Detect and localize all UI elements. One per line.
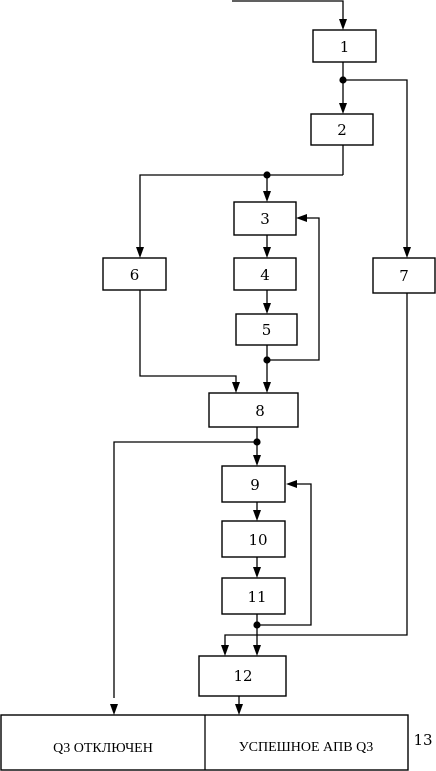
block-5-label: 5 <box>262 321 272 339</box>
line-branch-to-7 <box>343 79 408 250</box>
block-1: 1 <box>312 29 377 63</box>
arrow-into-5 <box>263 303 271 314</box>
block-4: 4 <box>233 257 297 291</box>
line-6-to-8 <box>139 290 237 384</box>
block-6-label: 6 <box>130 266 140 284</box>
line-loop-11-to-9 <box>257 483 312 626</box>
block-7: 7 <box>372 257 436 294</box>
arrow-into-3 <box>263 191 271 202</box>
line-split-h <box>139 174 343 250</box>
arrow-into-4 <box>263 247 271 258</box>
arrow-into-3-loop <box>296 214 307 222</box>
block-13-number: 13 <box>413 731 432 749</box>
arrow-into-10 <box>253 510 261 521</box>
input-line <box>232 0 344 22</box>
junction-after-1 <box>339 76 347 84</box>
junction-after-5 <box>263 356 271 364</box>
junction-dots <box>253 76 347 629</box>
arrow-into-12-left <box>221 645 229 656</box>
block-9: 9 <box>221 465 286 503</box>
block-12: 12 <box>198 655 287 697</box>
block-3: 3 <box>233 201 297 236</box>
arrow-into-2 <box>339 103 347 114</box>
arrow-into-8-left <box>232 382 240 393</box>
block-4-label: 4 <box>260 266 270 284</box>
arrow-into-6 <box>136 247 144 258</box>
arrow-into-13-right <box>235 704 243 715</box>
block-11: 11 <box>221 577 286 615</box>
arrowheads <box>110 19 411 715</box>
junction-after-8 <box>253 438 261 446</box>
block-5: 5 <box>235 313 298 346</box>
block-2-label: 2 <box>337 121 347 139</box>
arrow-into-13-left <box>110 704 118 715</box>
block-7-label: 7 <box>399 267 409 285</box>
arrow-into-8-right <box>263 382 271 393</box>
block-13-right-text: УСПЕШНОЕ АПВ Q3 <box>239 740 373 755</box>
junction-after-11 <box>253 621 261 629</box>
block-1-label: 1 <box>340 38 350 56</box>
block-12-label: 12 <box>233 667 252 685</box>
block-2: 2 <box>310 113 374 146</box>
arrow-into-1 <box>339 19 347 30</box>
block-8-label: 8 <box>255 402 265 420</box>
block-3-label: 3 <box>260 210 270 228</box>
arrow-into-11 <box>253 567 261 578</box>
arrow-into-9 <box>253 455 261 466</box>
block-13-left-text: Q3 ОТКЛЮЧЕН <box>53 741 153 756</box>
arrow-into-9-loop <box>286 480 297 488</box>
arrow-into-12-right <box>253 645 261 656</box>
junction-after-2 <box>263 171 271 179</box>
block-9-label: 9 <box>250 476 260 494</box>
block-11-label: 11 <box>247 588 266 606</box>
block-6: 6 <box>102 257 167 291</box>
line-8-to-13-left <box>113 441 257 698</box>
block-13: Q3 ОТКЛЮЧЕН УСПЕШНОЕ АПВ Q3 13 <box>0 714 433 771</box>
line-loop-5-to-3 <box>267 217 320 361</box>
arrow-into-7 <box>403 247 411 258</box>
block-8: 8 <box>208 392 299 428</box>
line-7-to-12 <box>224 293 408 647</box>
block-10-label: 10 <box>248 531 267 549</box>
block-10: 10 <box>221 520 286 558</box>
